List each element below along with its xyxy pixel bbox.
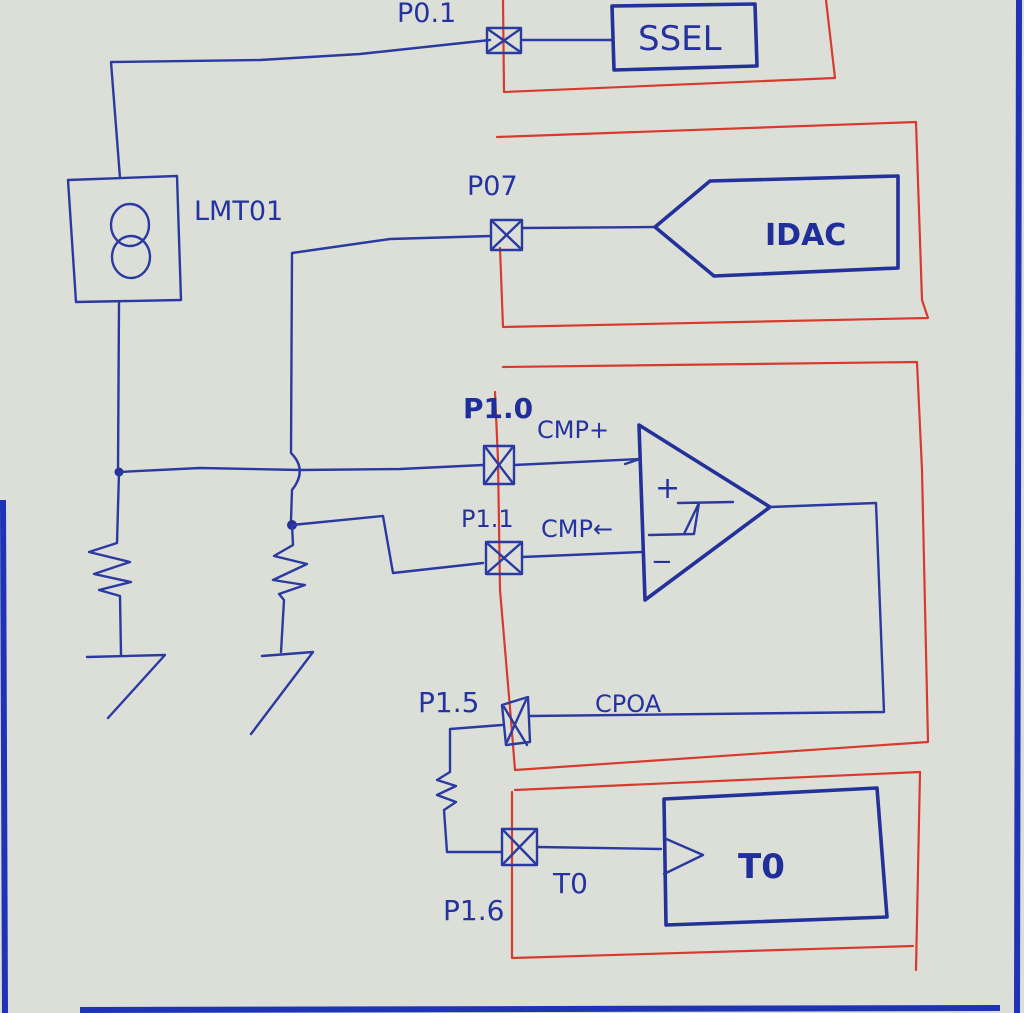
wire-p10-to-cmp-plus <box>512 457 642 467</box>
pin-x-mark-icon <box>502 829 537 865</box>
comparator-minus-sign: − <box>651 547 673 577</box>
pin-x-mark-icon <box>502 698 529 747</box>
signal-label-cmp-minus: CMP← <box>541 515 613 543</box>
wire-lmt01-to-node <box>116 300 121 474</box>
pin-label-p10: P1.0 <box>463 392 533 425</box>
current-source-icon <box>109 202 152 280</box>
wire-p11-to-cmp-minus <box>520 550 644 559</box>
pin-p16 <box>500 827 539 867</box>
signal-label-t0: T0 <box>552 867 588 900</box>
pin-p01 <box>485 26 523 55</box>
resistor-zigzag <box>87 470 133 657</box>
ground-symbol-2 <box>249 650 315 736</box>
comparator-peripheral-boundary <box>493 360 930 772</box>
lmt01-sensor: LMT01 <box>66 174 283 304</box>
signal-label-cpoa: CPOA <box>595 690 662 718</box>
pin-box <box>500 695 532 747</box>
pin-box <box>485 26 523 55</box>
pin-label-p01: P0.1 <box>397 0 456 29</box>
signal-label-cmp-plus: CMP+ <box>537 416 609 444</box>
page-border-bottom <box>79 1005 1001 1013</box>
ssel-label: SSEL <box>638 19 722 59</box>
resistor-zigzag <box>271 523 309 654</box>
wire-p16-to-timer <box>535 845 663 851</box>
idac-body <box>653 174 900 278</box>
pin-p07 <box>489 218 524 252</box>
pin-label-p11: P1.1 <box>461 505 514 533</box>
idac-peripheral-boundary <box>495 120 930 329</box>
wire-p07-to-idac <box>520 225 657 230</box>
hysteresis-icon <box>647 500 735 537</box>
timer-block: T0 <box>662 786 889 927</box>
resistor-2 <box>271 523 309 654</box>
pin-label-p16: P1.6 <box>443 894 504 927</box>
pin-x-mark-icon <box>487 28 521 53</box>
ground-symbol-1 <box>85 653 167 720</box>
idac-label: IDAC <box>765 218 846 253</box>
comparator-plus-sign: + <box>655 471 680 506</box>
pin-label-p07: P07 <box>467 171 518 202</box>
pin-x-mark-icon <box>484 446 514 484</box>
pin-x-mark-icon <box>491 220 522 250</box>
ssel-peripheral-boundary <box>501 0 837 94</box>
ssel-box <box>610 2 759 72</box>
resistor-1 <box>87 470 133 657</box>
pin-p15 <box>500 695 532 747</box>
timer-box <box>662 786 889 927</box>
wire-node-to-p10 <box>117 463 485 474</box>
page-border-right <box>1014 0 1022 1013</box>
ground-icon <box>249 650 315 736</box>
timer-peripheral-boundary <box>510 770 922 972</box>
lmt01-label: LMT01 <box>194 196 283 227</box>
lmt01-body <box>66 174 183 304</box>
clock-input-icon <box>662 836 705 876</box>
wire-node-to-p11 <box>290 514 485 575</box>
wire-lmt01-to-p01 <box>109 38 492 180</box>
pin-p11 <box>484 540 524 576</box>
wire-p07-to-divider <box>289 234 493 522</box>
ssel-block: SSEL <box>610 2 759 72</box>
ground-icon <box>85 653 167 720</box>
resistor-3 <box>435 723 504 854</box>
comparator-triangle <box>637 423 772 602</box>
wire-cmp-output-to-p15 <box>528 501 886 718</box>
page-border-left <box>0 499 8 1013</box>
idac-block: IDAC <box>653 174 900 278</box>
timer-label: T0 <box>738 847 785 887</box>
comparator: + − <box>637 423 772 602</box>
pin-x-mark-icon <box>486 542 522 574</box>
pin-label-p15: P1.5 <box>418 686 479 719</box>
